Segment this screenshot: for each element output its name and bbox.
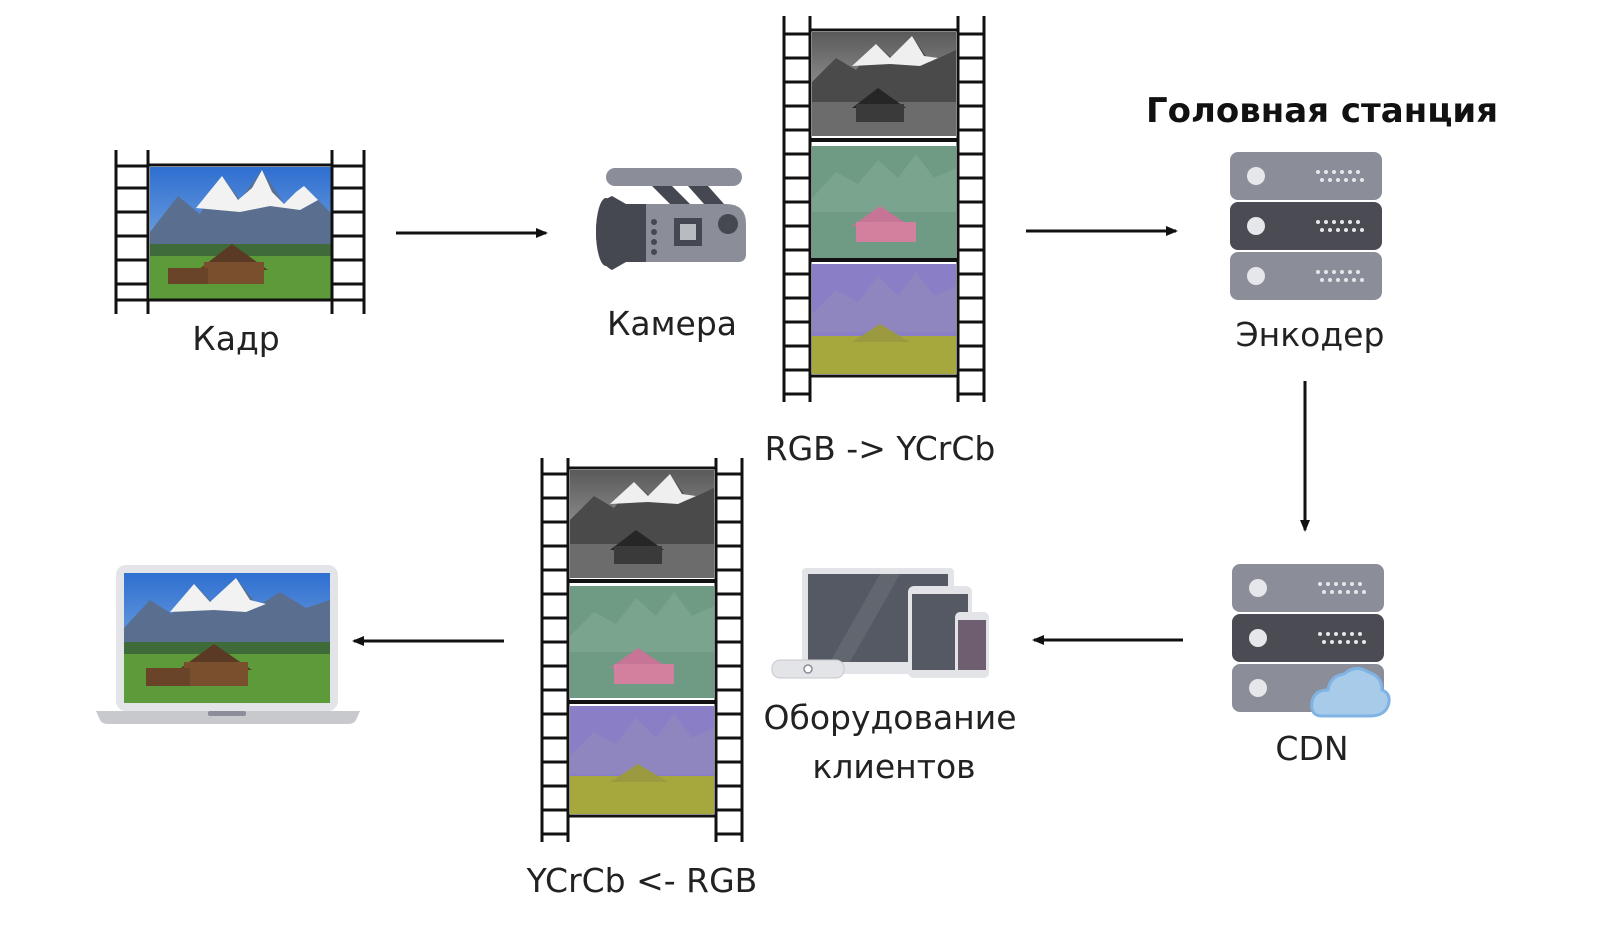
cdn-label: CDN xyxy=(1275,729,1349,768)
film-strip-icon xyxy=(782,16,986,402)
camera-label: Камера xyxy=(606,304,738,343)
video-camera-icon xyxy=(596,168,746,270)
server-icon xyxy=(1230,152,1382,300)
client-devices-label-line2: клиентов xyxy=(812,747,976,786)
head-station-title: Головная станция xyxy=(1146,91,1499,131)
film-frame-icon xyxy=(114,150,366,314)
server-cloud-icon xyxy=(1232,564,1391,718)
ycrcb-from-rgb-label: YCrCb <- RGB xyxy=(526,861,758,900)
devices-icon xyxy=(771,568,989,679)
frame-label: Кадр xyxy=(192,319,280,358)
rgb-to-ycrcb-label: RGB -> YCrCb xyxy=(764,429,996,468)
encoder-label: Энкодер xyxy=(1235,315,1385,354)
client-devices-label-line1: Оборудование xyxy=(763,698,1017,737)
laptop-icon xyxy=(96,565,360,724)
film-strip-icon xyxy=(540,458,744,842)
